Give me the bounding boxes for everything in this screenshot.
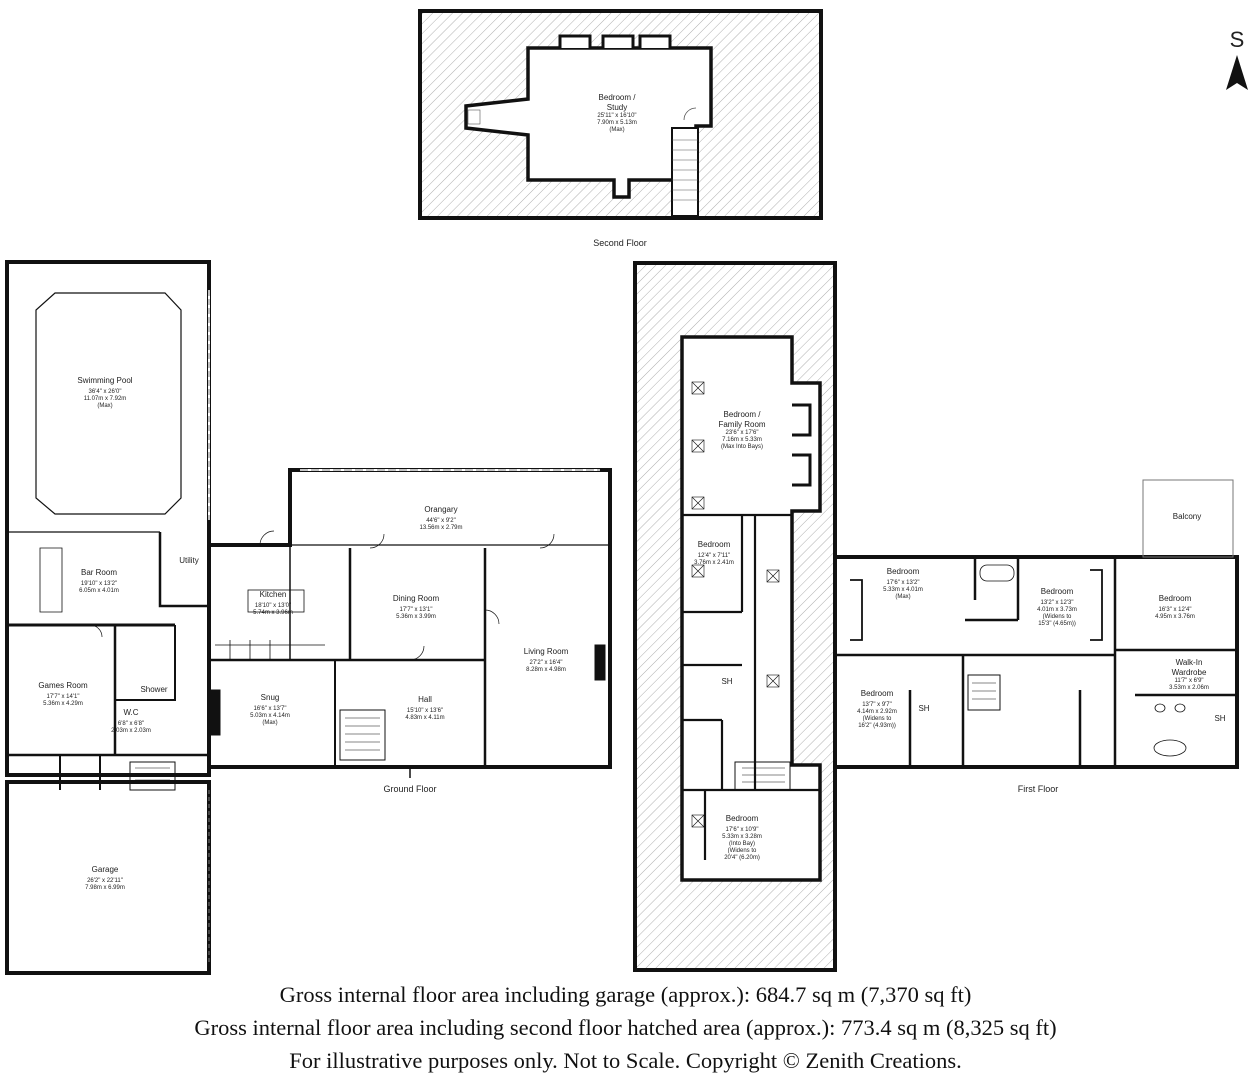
room-label-garage-line-1: 26'2" x 22'11" [87, 878, 123, 884]
room-label-living-room-line-1: 27'2" x 16'4" [530, 660, 563, 666]
room-label-orangery-line-2: 13.56m x 2.79m [419, 525, 462, 531]
room-label-bedroom-a-line-0: Bedroom [698, 540, 731, 549]
room-label-wc-line-0: W.C [123, 708, 138, 717]
room-label-walk-in-wardrobe-line-0: Walk-In [1176, 658, 1203, 667]
room-label-bar-room-line-1: 19'10" x 13'2" [81, 581, 117, 587]
room-label-bedroom-e-line-0: Bedroom [1159, 594, 1192, 603]
room-label-bedroom-f-line-3: (Widens to [863, 716, 892, 722]
room-label-snug-line-1: 16'6" x 13'7" [254, 706, 287, 712]
room-label-living-room-line-0: Living Room [524, 647, 569, 656]
room-label-balcony-line-0: Balcony [1173, 512, 1201, 521]
room-label-bedroom-family-line-2: 23'6" x 17'6" [726, 430, 759, 436]
room-label-bedroom-study-line-4: (Max) [609, 127, 624, 133]
room-label-garage-line-2: 7.98m x 6.99m [85, 885, 125, 891]
room-label-orangery-line-1: 44'6" x 9'2" [426, 518, 456, 524]
room-label-bedroom-family-line-0: Bedroom / [724, 410, 762, 419]
room-label-bedroom-c-line-2: 5.33m x 4.01m [883, 587, 923, 593]
room-label-garage-line-0: Garage [92, 865, 119, 874]
room-label-bedroom-f-line-4: 16'2" (4.93m)) [858, 723, 896, 729]
room-label-sh-c-line-0: SH [1214, 714, 1225, 723]
room-label-hall-line-2: 4.83m x 4.11m [405, 715, 444, 721]
first-floor-title: First Floor [1018, 784, 1059, 794]
room-label-walk-in-wardrobe-line-3: 3.53m x 2.06m [1169, 685, 1209, 691]
room-label-games-room-line-1: 17'7" x 14'1" [47, 694, 80, 700]
room-label-snug-line-0: Snug [261, 693, 280, 702]
room-label-bedroom-b-line-1: 17'6" x 10'9" [726, 827, 759, 833]
room-label-sh-b-line-0: SH [918, 704, 929, 713]
room-label-bedroom-c-line-3: (Max) [895, 594, 910, 600]
room-label-swimming-pool-line-1: 36'4" x 26'0" [89, 389, 122, 395]
room-label-bedroom-d-line-0: Bedroom [1041, 587, 1074, 596]
room-label-bedroom-e-line-1: 16'3" x 12'4" [1159, 607, 1192, 613]
room-label-bedroom-b-line-2: 5.33m x 3.28m [722, 834, 762, 840]
room-label-bedroom-a-line-2: 3.76m x 2.41m [694, 560, 734, 566]
room-label-dining-room-line-1: 17'7" x 13'1" [400, 607, 433, 613]
room-label-bedroom-d-line-1: 13'2" x 12'3" [1041, 600, 1074, 606]
room-label-games-room-line-2: 5.36m x 4.29m [43, 701, 83, 707]
room-label-bedroom-e-line-2: 4.95m x 3.76m [1155, 614, 1195, 620]
room-label-kitchen-line-2: 5.74m x 3.96m [253, 610, 293, 616]
room-label-kitchen-line-1: 18'10" x 13'0" [255, 603, 291, 609]
room-label-walk-in-wardrobe-line-2: 11'7" x 6'9" [1174, 678, 1203, 684]
room-label-bedroom-d-line-4: 15'3" (4.65m)) [1038, 621, 1076, 627]
compass-label: S [1230, 27, 1245, 52]
room-label-swimming-pool-line-0: Swimming Pool [77, 376, 132, 385]
room-label-bedroom-d-line-2: 4.01m x 3.73m [1037, 607, 1077, 613]
room-label-bedroom-study-line-2: 25'11" x 16'10" [597, 113, 636, 119]
room-label-kitchen-line-0: Kitchen [260, 590, 287, 599]
room-label-bedroom-a-line-1: 12'4" x 7'11" [698, 553, 730, 559]
room-label-walk-in-wardrobe-line-1: Wardrobe [1172, 668, 1207, 677]
room-label-games-room-line-0: Games Room [38, 681, 88, 690]
room-label-bedroom-b-line-0: Bedroom [726, 814, 759, 823]
room-label-bedroom-family-line-1: Family Room [718, 420, 765, 429]
room-label-utility-line-0: Utility [179, 556, 199, 565]
room-label-bedroom-study-line-3: 7.90m x 5.13m [597, 120, 637, 126]
room-label-bedroom-f-line-1: 13'7" x 9'7" [862, 702, 892, 708]
room-label-living-room-line-2: 8.28m x 4.98m [526, 667, 566, 673]
second-floor-title: Second Floor [593, 238, 647, 248]
room-label-bedroom-b-line-4: (Widens to [728, 848, 757, 854]
room-label-shower-line-0: Shower [140, 685, 167, 694]
footer-gross-area-garage: Gross internal floor area including gara… [279, 982, 972, 1007]
room-label-swimming-pool-line-2: 11.07m x 7.92m [84, 396, 127, 402]
room-label-wc-line-2: 2.03m x 2.03m [111, 728, 151, 734]
room-label-wc-line-1: 6'8" x 6'8" [118, 721, 144, 727]
north-arrow-icon [1226, 55, 1248, 90]
room-label-bedroom-study-line-1: Study [607, 103, 627, 112]
room-label-snug-line-3: (Max) [262, 720, 277, 726]
first-floor-plan [633, 261, 1239, 972]
room-label-bedroom-b-line-3: (Into Bay) [729, 841, 755, 847]
second-floor-plan [418, 9, 823, 220]
room-label-orangery-line-0: Orangary [424, 505, 457, 514]
room-label-dining-room-line-0: Dining Room [393, 594, 440, 603]
room-label-dining-room-line-2: 5.36m x 3.99m [396, 614, 436, 620]
room-label-bedroom-c-line-0: Bedroom [887, 567, 920, 576]
room-label-bar-room-line-2: 6.05m x 4.01m [79, 588, 119, 594]
ground-floor-title: Ground Floor [383, 784, 436, 794]
room-label-bedroom-family-line-4: (Max Into Bays) [721, 444, 763, 450]
footer-disclaimer: For illustrative purposes only. Not to S… [289, 1048, 962, 1073]
ground-floor-plan [5, 260, 612, 975]
room-label-bedroom-family-line-3: 7.16m x 5.33m [722, 437, 762, 443]
room-label-hall-line-1: 15'10" x 13'6" [407, 708, 443, 714]
room-label-bedroom-d-line-3: (Widens to [1043, 614, 1072, 620]
room-label-snug-line-2: 5.03m x 4.14m [250, 713, 290, 719]
room-label-bedroom-c-line-1: 17'6" x 13'2" [887, 580, 920, 586]
room-label-sh-a-line-0: SH [721, 677, 732, 686]
room-label-bedroom-b-line-5: 20'4" (6.20m) [724, 855, 760, 861]
room-label-hall-line-0: Hall [418, 695, 432, 704]
room-label-bar-room-line-0: Bar Room [81, 568, 117, 577]
room-label-swimming-pool-line-3: (Max) [97, 403, 112, 409]
room-label-bedroom-study-line-0: Bedroom / [599, 93, 637, 102]
footer-gross-area-hatched: Gross internal floor area including seco… [194, 1015, 1057, 1040]
room-label-bedroom-f-line-2: 4.14m x 2.92m [857, 709, 897, 715]
room-label-bedroom-f-line-0: Bedroom [861, 689, 894, 698]
